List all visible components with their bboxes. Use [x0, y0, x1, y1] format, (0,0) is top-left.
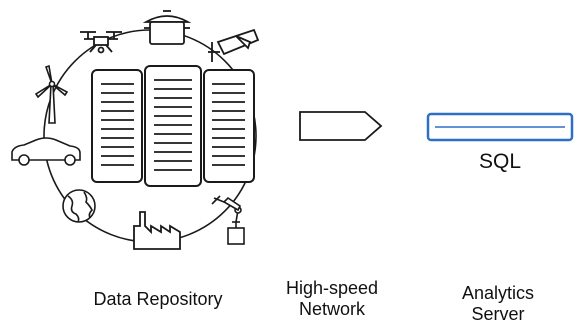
- analytics-server-label: Analytics Server: [428, 283, 568, 325]
- data-repository-text: Data Repository: [93, 289, 223, 309]
- car-icon: [11, 137, 81, 166]
- globe-icon: [62, 189, 96, 223]
- security-camera-icon: [208, 28, 260, 62]
- high-speed-network-label: High-speed Network: [262, 278, 402, 320]
- pot-icon: [142, 10, 192, 45]
- network-arrow: [299, 111, 383, 141]
- server-rack-icon: [91, 65, 255, 187]
- factory-icon: [133, 211, 181, 250]
- sql-label: SQL: [478, 150, 522, 173]
- network-label-line2: Network: [298, 299, 365, 319]
- server-label-line1: Analytics: [461, 283, 535, 303]
- analytics-server-icon: [426, 112, 574, 142]
- wind-turbine-icon: [34, 64, 69, 124]
- robot-arm-icon: [211, 195, 245, 245]
- drone-icon: [80, 31, 122, 54]
- server-label-line2: Server: [471, 304, 525, 324]
- data-repository-label: Data Repository: [58, 289, 258, 310]
- network-label-line1: High-speed: [285, 278, 379, 298]
